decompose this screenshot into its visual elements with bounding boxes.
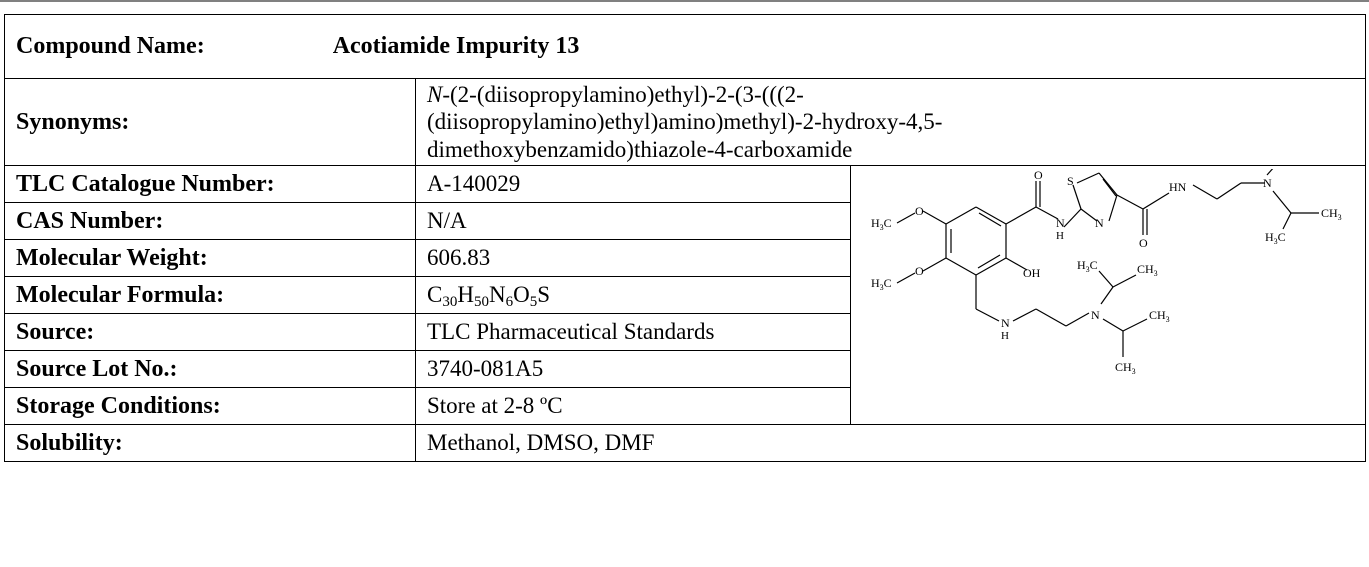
bond xyxy=(1076,172,1100,184)
bond xyxy=(1192,184,1218,200)
bond xyxy=(1065,312,1090,327)
bond xyxy=(1108,194,1118,222)
compound-info-table: Compound Name: Acotiamide Impurity 13 Sy… xyxy=(3,14,1367,462)
atom-h-amide: H xyxy=(1056,230,1064,242)
atom-h3c-4: H3C xyxy=(1077,258,1098,274)
bond xyxy=(1080,208,1098,222)
bond xyxy=(1072,184,1082,210)
bond xyxy=(896,212,916,224)
synonyms-row: Synonyms: N-(2-(diisopropylamino)ethyl)-… xyxy=(4,78,1367,166)
molecular-formula-value: C30H50N6O5S xyxy=(415,276,851,314)
atom-o-4: O xyxy=(1139,236,1148,250)
atom-h3c-2: H3C xyxy=(871,276,892,292)
catalogue-number-value: A-140029 xyxy=(415,165,851,203)
atom-n-upper: N xyxy=(1263,176,1272,190)
bond xyxy=(1035,308,1067,327)
storage-conditions-label: Storage Conditions: xyxy=(4,387,416,425)
page-top-edge xyxy=(0,0,1369,2)
bond xyxy=(1012,308,1037,322)
bond xyxy=(1266,169,1274,176)
atom-n-amide: N xyxy=(1056,216,1065,230)
structure-atom-labels: H3C O H3C O O N H OH S N O HN N CH3 CH3 … xyxy=(871,169,1342,376)
bond xyxy=(975,206,1007,225)
structure-bonds xyxy=(896,169,1319,357)
synonyms-value: N-(2-(diisopropylamino)ethyl)-2-(3-(((2-… xyxy=(414,78,1367,166)
bond xyxy=(945,206,977,225)
bond xyxy=(1063,208,1082,228)
cas-number-row: CAS Number: N/A xyxy=(4,202,1366,240)
atom-o-1: O xyxy=(915,204,924,218)
bond xyxy=(1116,194,1144,210)
bond xyxy=(1005,257,1028,271)
cas-number-value: N/A xyxy=(415,202,851,240)
chemical-structure-diagram: H3C O H3C O O N H OH S N O HN N CH3 CH3 … xyxy=(871,169,1342,376)
bond xyxy=(922,210,947,225)
bond-double xyxy=(978,212,1002,227)
atom-oh: OH xyxy=(1023,266,1041,280)
solubility-row: Solubility: Methanol, DMSO, DMF xyxy=(4,424,1367,462)
structure-cell: H3C O H3C O O N H OH S N O HN N CH3 CH3 … xyxy=(849,165,1367,425)
atom-ch3-c: CH3 xyxy=(1137,262,1158,278)
bond xyxy=(1122,318,1148,332)
atom-ch3-d: CH3 xyxy=(1149,308,1170,324)
solubility-value: Methanol, DMSO, DMF xyxy=(414,424,1367,462)
bond xyxy=(1216,182,1242,200)
bond xyxy=(1035,206,1059,220)
source-lot-label: Source Lot No.: xyxy=(4,350,416,388)
bond-double xyxy=(977,254,1001,269)
storage-conditions-row: Storage Conditions: Store at 2-8 ºC xyxy=(4,387,1366,425)
bond xyxy=(1272,190,1292,214)
source-lot-row: Source Lot No.: 3740-081A5 xyxy=(4,350,1366,388)
compound-name-row: Compound Name: Acotiamide Impurity 13 xyxy=(3,14,1367,79)
bond xyxy=(1112,274,1137,288)
atom-o-3: O xyxy=(1034,169,1043,182)
atom-ch3-b: CH3 xyxy=(1321,206,1342,222)
compound-data-sheet: Compound Name: Acotiamide Impurity 13 Sy… xyxy=(3,14,1367,567)
bond xyxy=(1098,172,1118,196)
atom-n-lower: N xyxy=(1091,308,1100,322)
bond xyxy=(1100,286,1114,305)
molecular-formula-row: Molecular Formula: C30H50N6O5S xyxy=(4,276,1366,314)
source-label: Source: xyxy=(4,313,416,351)
bond-double xyxy=(1102,178,1117,197)
bond xyxy=(945,257,977,276)
compound-name-label: Compound Name: xyxy=(16,33,205,60)
catalogue-number-row: TLC Catalogue Number: A-140029 xyxy=(4,165,1367,425)
synonyms-text: -(2-(diisopropylamino)ethyl)-2-(3-(((2-(… xyxy=(427,81,943,162)
atom-n-thiazole: N xyxy=(1095,216,1104,230)
molecular-formula-label: Molecular Formula: xyxy=(4,276,416,314)
bond xyxy=(1098,270,1114,288)
catalogue-number-label: TLC Catalogue Number: xyxy=(4,165,416,203)
bond xyxy=(1005,206,1037,225)
atom-h3c-1: H3C xyxy=(871,216,892,232)
molecular-weight-value: 606.83 xyxy=(415,239,851,277)
storage-conditions-value: Store at 2-8 ºC xyxy=(415,387,851,425)
bond xyxy=(975,257,1007,276)
source-value: TLC Pharmaceutical Standards xyxy=(415,313,851,351)
solubility-label: Solubility: xyxy=(4,424,416,462)
atom-h-chain: H xyxy=(1001,330,1009,342)
bond xyxy=(896,272,916,284)
bond xyxy=(1142,192,1170,210)
cas-number-label: CAS Number: xyxy=(4,202,416,240)
atom-s: S xyxy=(1067,174,1074,188)
atom-h3c-3: H3C xyxy=(1265,230,1286,246)
bond xyxy=(1282,212,1292,230)
atom-nh-chain: N xyxy=(1001,316,1010,330)
source-lot-value: 3740-081A5 xyxy=(415,350,851,388)
atom-hn: HN xyxy=(1169,180,1187,194)
molecular-formula-text: C30H50N6O5S xyxy=(427,282,551,311)
synonyms-label: Synonyms: xyxy=(4,78,416,166)
bond xyxy=(922,257,947,272)
atom-ch3-e: CH3 xyxy=(1115,360,1136,376)
bond xyxy=(1102,318,1124,332)
atom-o-2: O xyxy=(915,264,924,278)
molecular-weight-label: Molecular Weight: xyxy=(4,239,416,277)
compound-name-value: Acotiamide Impurity 13 xyxy=(332,33,580,60)
synonyms-prefix: N xyxy=(427,81,443,107)
bond xyxy=(975,308,1000,322)
